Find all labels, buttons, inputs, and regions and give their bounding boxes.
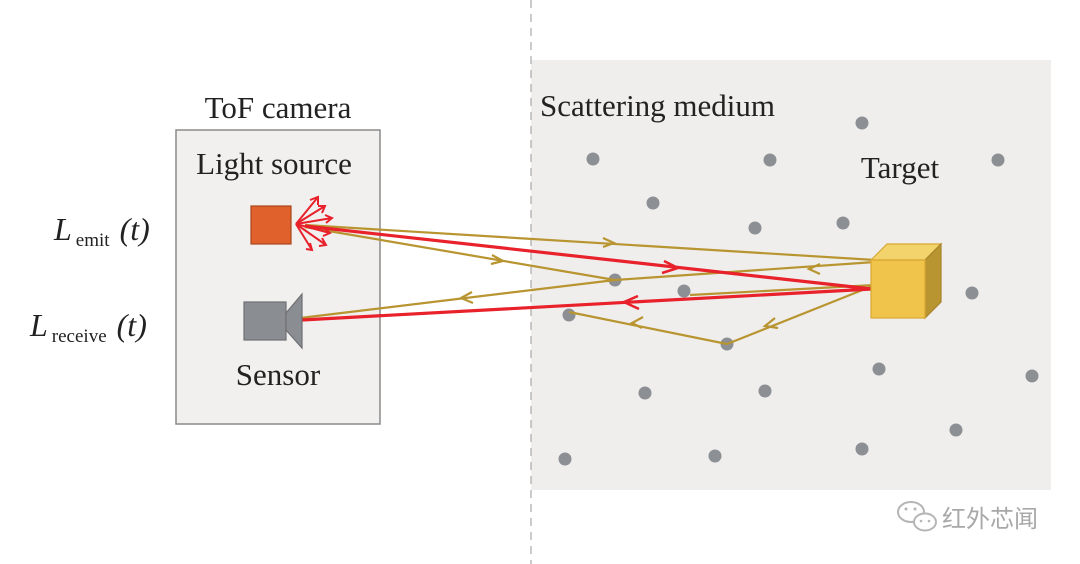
scattered-path [568,310,728,346]
direct-path-emit [304,224,873,291]
particle [855,116,869,130]
watermark: 红外芯闻 [897,501,1038,533]
arrowhead [490,254,507,266]
watermark-text: 红外芯闻 [942,506,1038,533]
particle [708,449,722,463]
particle [949,423,963,437]
arrowhead [661,259,682,275]
particle [748,221,762,235]
target-label: Target [861,150,940,185]
arrowhead [602,236,617,249]
particle [677,284,691,298]
particle [562,308,576,322]
scattered-path [304,223,876,262]
medium-title: Scattering medium [540,88,775,123]
particle [991,153,1005,167]
emit-arg: (t) [120,211,150,247]
scattered-paths [299,223,876,346]
receive-symbol: L [29,307,48,343]
target-icon [869,242,943,320]
scattering-medium-region [531,60,1051,490]
emission-rays [295,195,334,252]
particle [965,286,979,300]
sensor-icon [243,292,303,350]
arrowhead [620,294,640,311]
arrowhead [806,262,821,276]
scattered-path [614,260,876,282]
emit-signal-label: L emit (t) [53,211,150,251]
particle [638,386,652,400]
scattered-path [726,283,876,346]
wechat-icon [897,501,937,532]
camera-title: ToF camera [205,90,352,125]
scattered-path [304,225,616,282]
particle [646,196,660,210]
particle [758,384,772,398]
arrowhead [629,316,644,329]
particle [763,153,777,167]
receive-arg: (t) [117,307,147,343]
light-source-label: Light source [196,146,352,181]
emit-subscript: emit [76,230,110,251]
arrowhead [762,317,779,330]
emit-symbol: L [53,211,72,247]
particle [1025,369,1039,383]
particle [855,442,869,456]
particle [586,152,600,166]
light-source-icon [250,205,292,245]
particle [836,216,850,230]
scattered-path [299,278,616,320]
particle [558,452,572,466]
receive-subscript: receive [52,326,107,347]
direct-path-return [301,287,873,322]
tof-camera-box [175,129,381,425]
particle [872,362,886,376]
arrowhead [458,291,474,305]
direct-paths [301,224,873,322]
particles [558,116,1039,466]
sensor-label: Sensor [236,357,321,392]
receive-signal-label: L receive (t) [29,307,147,347]
